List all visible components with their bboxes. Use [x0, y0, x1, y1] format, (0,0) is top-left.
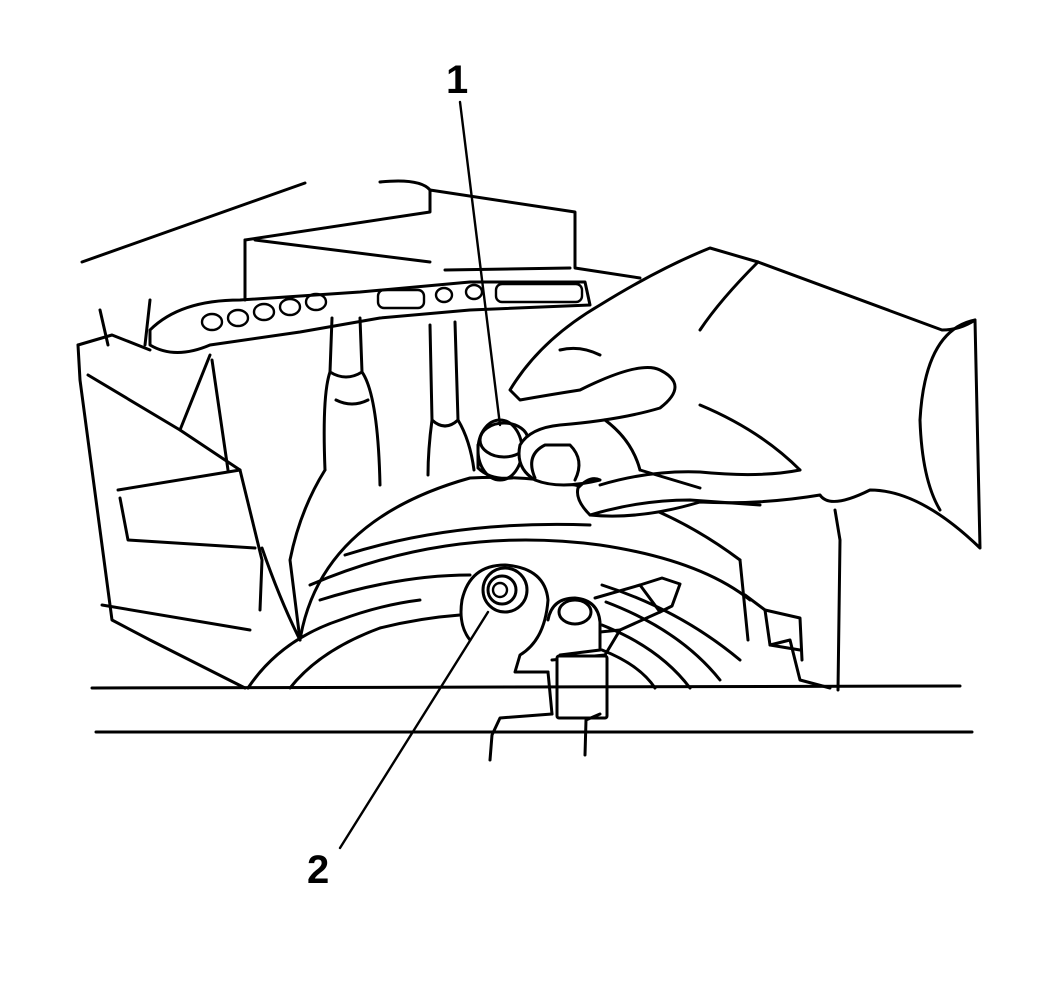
arc-band [260, 468, 752, 642]
right-lower-housing [743, 508, 842, 692]
bench-rail [90, 670, 974, 762]
leader-lines [338, 100, 502, 850]
hand-illustration [508, 246, 982, 550]
seal-bore-housing [459, 563, 550, 674]
left-housing [76, 333, 264, 690]
leader-line-2 [338, 610, 490, 850]
tube-bosses [322, 316, 476, 487]
leader-line-1 [458, 100, 502, 427]
drum-rings [246, 583, 742, 690]
callout-label-1: 1 [446, 58, 469, 102]
callout-label-2: 2 [307, 848, 330, 892]
gasket-strip [148, 280, 592, 354]
lever-assembly [546, 576, 682, 720]
upper-housing [80, 179, 642, 347]
